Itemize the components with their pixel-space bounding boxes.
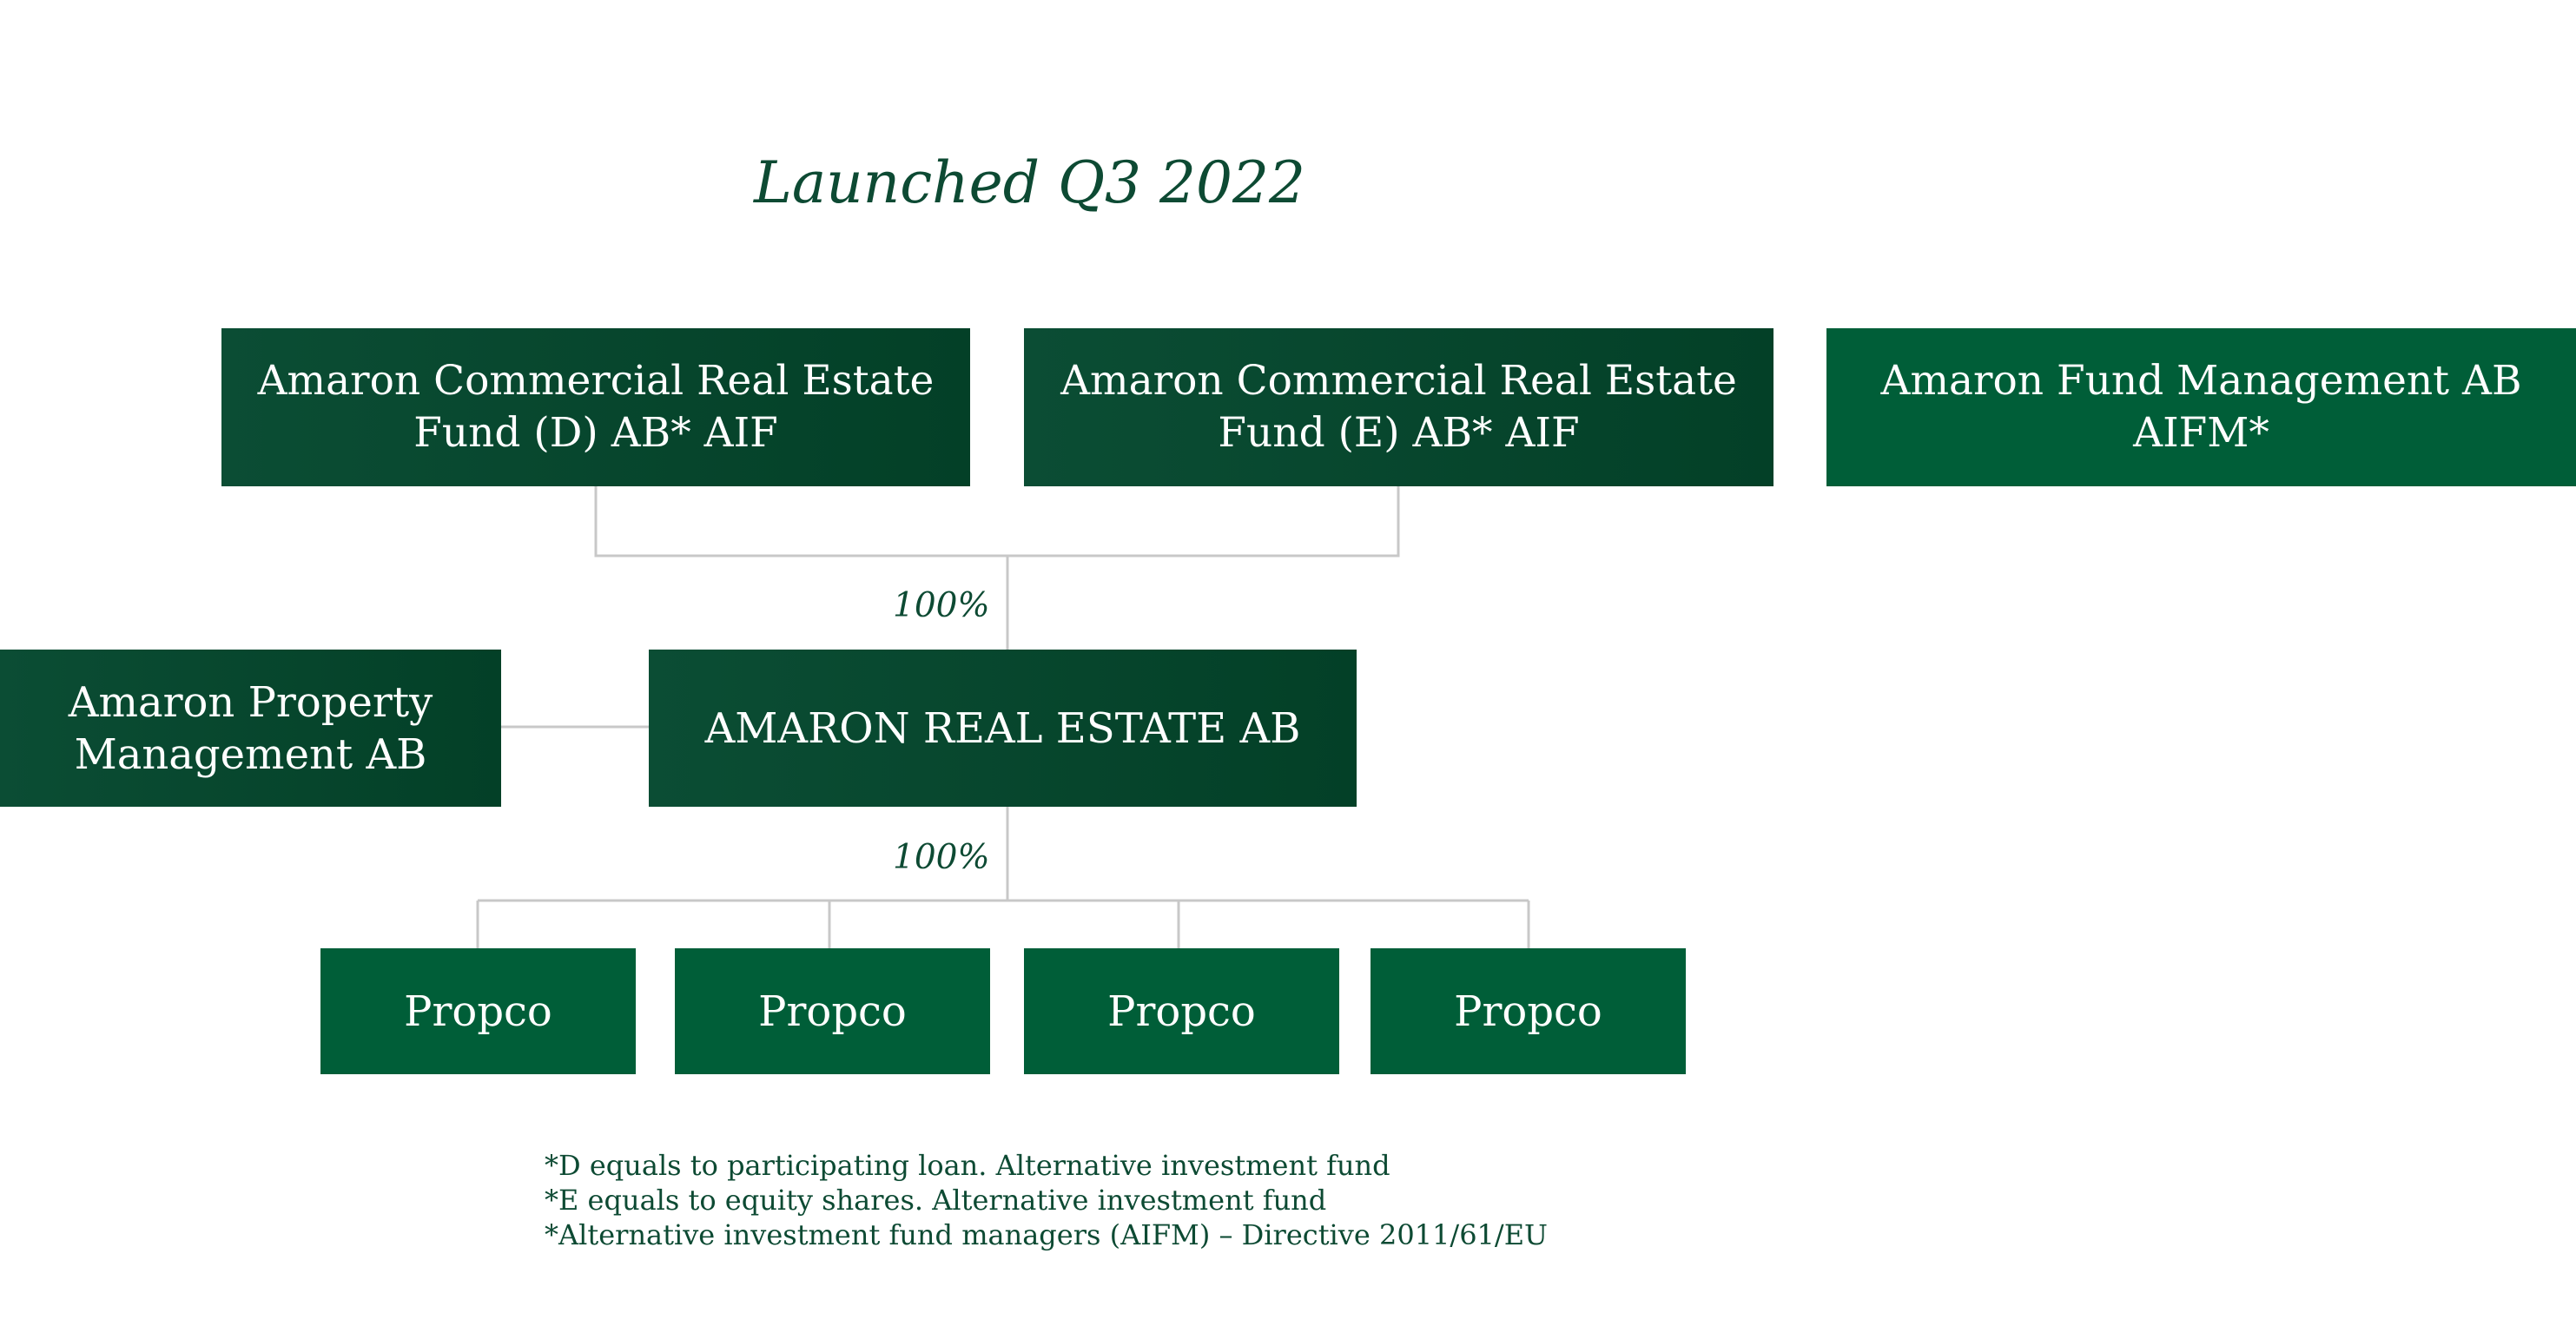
property-management-line2: Management AB [74, 729, 427, 779]
connector-fund-e [1007, 486, 1400, 558]
footnote-d: *D equals to participating loan. Alterna… [545, 1149, 1390, 1182]
propco-label: Propco [1107, 987, 1256, 1036]
fund-d-box: Amaron Commercial Real Estate Fund (D) A… [221, 328, 970, 486]
fund-d-line1: Amaron Commercial Real Estate [257, 357, 935, 405]
diagram-title: Launched Q3 2022 [754, 149, 1305, 216]
fund-management-line2: AIFM* [2133, 409, 2269, 457]
real-estate-box: AMARON REAL ESTATE AB [649, 650, 1357, 807]
footnotes: *D equals to participating loan. Alterna… [545, 1148, 1548, 1252]
footnote-aifm: *Alternative investment fund managers (A… [545, 1218, 1549, 1251]
footnote-e: *E equals to equity shares. Alternative … [545, 1184, 1327, 1217]
fund-e-box: Amaron Commercial Real Estate Fund (E) A… [1024, 328, 1773, 486]
propco-label: Propco [1454, 987, 1602, 1036]
ownership-bottom-label: 100% [893, 838, 990, 877]
connector-fund-d [594, 486, 1007, 558]
property-management-box: Amaron Property Management AB [0, 650, 501, 807]
fund-e-line2: Fund (E) AB* AIF [1218, 409, 1580, 457]
fund-e-line1: Amaron Commercial Real Estate [1060, 357, 1737, 405]
fund-management-box: Amaron Fund Management AB AIFM* [1826, 328, 2576, 486]
propco-box-1: Propco [320, 948, 636, 1074]
propco-box-3: Propco [1024, 948, 1339, 1074]
ownership-top-label: 100% [893, 586, 990, 625]
fund-management-line1: Amaron Fund Management AB [1880, 357, 2522, 405]
fund-d-line2: Fund (D) AB* AIF [413, 409, 778, 457]
propco-label: Propco [758, 987, 907, 1036]
propco-box-4: Propco [1371, 948, 1686, 1074]
real-estate-label: AMARON REAL ESTATE AB [704, 703, 1301, 753]
propco-box-2: Propco [675, 948, 990, 1074]
property-management-line1: Amaron Property [68, 677, 433, 727]
propco-label: Propco [404, 987, 552, 1036]
